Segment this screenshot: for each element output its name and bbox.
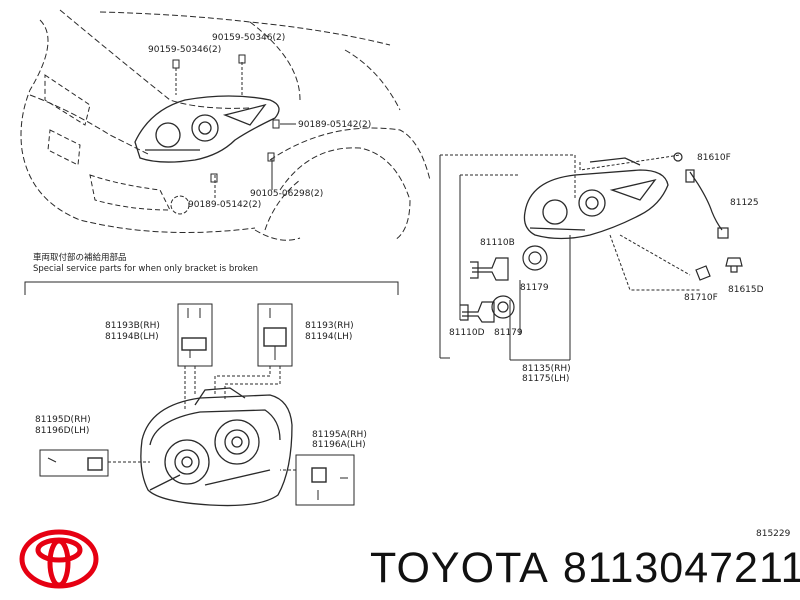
small-headlamp-assembly [134, 95, 280, 163]
bracket-81195D-group [39, 449, 150, 477]
bulb-81110D [460, 301, 495, 323]
label-81195A: 81195A(RH) [312, 430, 367, 440]
right-frame-lines [439, 154, 700, 361]
label-90189-05142-b: 90189-05142(2) [188, 200, 261, 210]
label-90159-50346-right: 90159-50346(2) [212, 33, 285, 43]
top-leader-lines [172, 54, 296, 200]
label-81193: 81193(RH) [305, 321, 354, 331]
label-81175: 81175(LH) [522, 374, 569, 384]
note-english: Special service parts for when only brac… [33, 264, 258, 274]
label-81110B: 81110B [480, 238, 515, 248]
label-81125: 81125 [730, 198, 759, 208]
label-90159-50346-left: 90159-50346(2) [148, 45, 221, 55]
label-81196D: 81196D(LH) [35, 426, 89, 436]
label-81179-a: 81179 [520, 283, 549, 293]
bracket-81193-group [214, 303, 293, 400]
part-number: 8113047211 [562, 544, 800, 592]
label-81110D: 81110D [449, 328, 485, 338]
label-81195D: 81195D(RH) [35, 415, 91, 425]
bracket-box [24, 281, 399, 295]
toyota-logo-icon [19, 529, 99, 589]
harness-81125 [673, 152, 729, 239]
footer-brand-line: TOYOTA 8113047211 [370, 544, 800, 593]
bulb-81110B [470, 257, 509, 281]
label-81710F: 81710F [684, 293, 718, 303]
label-81135: 81135(RH) [522, 364, 571, 374]
cap-81179-b [491, 295, 515, 319]
label-81196A: 81196A(LH) [312, 440, 366, 450]
bulb-81615D [725, 257, 743, 273]
label-81193B: 81193B(RH) [105, 321, 160, 331]
note-japanese: 車両取付部の補給用部品 [33, 252, 127, 263]
bracket-81193B-group [177, 303, 213, 410]
label-81194: 81194(LH) [305, 332, 352, 342]
label-81179-b: 81179 [494, 328, 523, 338]
bracket-81195A-group [280, 454, 355, 506]
brand-name: TOYOTA [370, 544, 549, 592]
label-81194B: 81194B(LH) [105, 332, 159, 342]
main-headlamp-assembly [140, 387, 293, 507]
socket-81710F [695, 265, 711, 281]
diagram-id: 815229 [756, 529, 791, 539]
label-90105-06298: 90105-06298(2) [250, 189, 323, 199]
label-81615D: 81615D [728, 285, 764, 295]
label-81610F: 81610F [697, 153, 731, 163]
label-90189-05142-a: 90189-05142(2) [298, 120, 371, 130]
right-headlamp-assembly [523, 157, 669, 240]
cap-81179-a [522, 245, 548, 271]
